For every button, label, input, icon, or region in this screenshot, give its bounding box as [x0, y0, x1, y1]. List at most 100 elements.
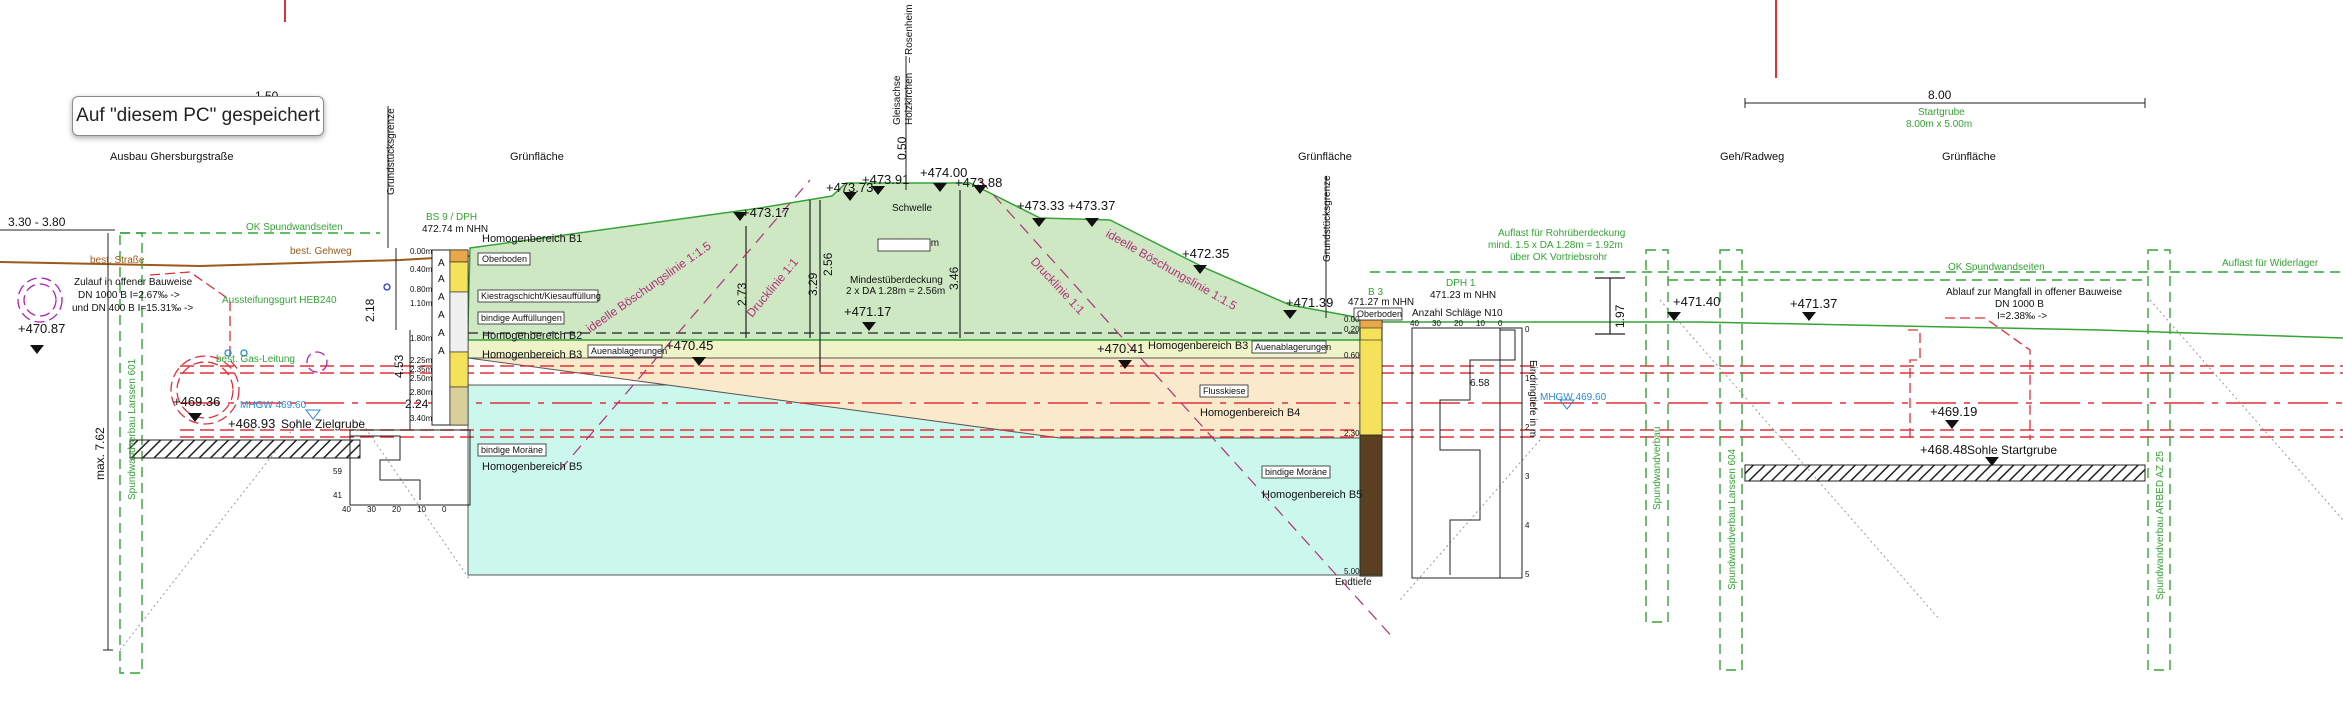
- startgrube-dim: 8.00m x 5.00m: [1906, 119, 1972, 130]
- save-toast: Auf "diesem PC" gespeichert: [72, 96, 324, 136]
- save-toast-text: Auf "diesem PC" gespeichert: [76, 105, 320, 126]
- bs9-code-4: A: [438, 328, 445, 339]
- bs9-depth-8: 2.80m: [410, 388, 433, 397]
- hb-b4: Homogenbereich B4: [1200, 407, 1300, 419]
- dph1-title: DPH 1: [1446, 278, 1476, 289]
- aussteifung: Aussteifungsgurt HEB240: [222, 295, 337, 306]
- dph1-tick-4: 0: [1498, 319, 1503, 328]
- mindest1: Mindestüberdeckung: [850, 275, 943, 286]
- b3-depth-0: 0.00: [1344, 315, 1360, 324]
- rail-gleisachse: Gleisachse: [892, 75, 903, 125]
- rail-rosenheim: Rosenheim: [904, 4, 915, 55]
- auflast-wl: Auflast für Widerlager: [2222, 258, 2319, 269]
- dph1-nhn: 471.23 m NHN: [1430, 290, 1496, 301]
- dim-453: 4.53: [392, 354, 406, 378]
- pressure-lines: [559, 179, 1396, 641]
- sohle-ziel: Sohle Zielgrube: [281, 417, 365, 431]
- bs9-tick-3: 10: [417, 505, 426, 514]
- b3-depth-4: 5.00: [1344, 567, 1360, 576]
- bs9-depth-2: 0.80m: [410, 285, 433, 294]
- sheet-piles: [119, 232, 2343, 674]
- dim-329: 3.29: [806, 272, 820, 296]
- label-gehrad: Geh/Radweg: [1720, 151, 1784, 163]
- bindige-auff: bindige Auffüllungen: [481, 313, 562, 323]
- spund604: Spundwandverbau Larssen 604: [1727, 448, 1738, 590]
- ablauf3: I=2.38‰ ->: [1997, 311, 2047, 322]
- elev-46919: +469.19: [1930, 404, 1977, 419]
- kies: Kiestragschicht/Kiesauffüllung: [481, 291, 601, 301]
- bs9-depth-1: 0.40m: [410, 265, 433, 274]
- label-gruen3: Grünfläche: [1942, 151, 1996, 163]
- auflast1: Auflast für Rohrüberdeckung: [1498, 228, 1625, 239]
- ground-line-right: [1370, 321, 2343, 339]
- elevation-texts: +470.87 +469.36 +468.93 +473.17 +473.73 …: [18, 165, 1977, 457]
- elev-46893: +468.93: [228, 416, 275, 431]
- borehole-b3-log: [1359, 317, 1383, 577]
- bes-strasse: best. Straße: [90, 255, 145, 266]
- label-ausbau: Ausbau Ghersburgstraße: [110, 151, 234, 163]
- elev-47137b: +471.37: [1790, 296, 1837, 311]
- ablauf1: Ablauf zur Mangfall in offener Bauweise: [1946, 287, 2122, 298]
- dim-346: 3.46: [947, 266, 961, 290]
- bs9-nhn: 472.74 m NHN: [422, 224, 488, 235]
- boxed-labels: Oberboden Kiestragschicht/Kiesauffüllung…: [477, 238, 1403, 479]
- dim-273: 2.73: [735, 282, 749, 306]
- dim-8m: [1744, 98, 2146, 108]
- gas-leitung: best. Gas-Leitung: [216, 354, 295, 365]
- oberboden1: Oberboden: [482, 254, 527, 264]
- bs9-code-3: A: [438, 310, 445, 321]
- dim-256: 2.56: [821, 252, 835, 276]
- spund601: Spundwandverbau Larssen 601: [127, 358, 138, 500]
- bs9-val-0: 59: [333, 467, 342, 476]
- bs9-title: BS 9 / DPH: [426, 212, 477, 223]
- b3-depth-1: 0.20: [1344, 325, 1360, 334]
- hb-b2: Homogenbereich B2: [482, 330, 582, 342]
- elev-47041: +470.41: [1097, 341, 1144, 356]
- b3-depth-3: 2.30: [1344, 429, 1360, 438]
- elev-47087: +470.87: [18, 321, 65, 336]
- elev-47333: +473.33: [1017, 198, 1064, 213]
- bs9-code-5: A: [438, 346, 445, 357]
- dim-left: [0, 56, 1327, 651]
- dim-800: 8.00: [1928, 88, 1952, 102]
- bs9-axis: 40 30 20 10 0 59 41: [333, 467, 447, 514]
- moraene1: bindige Moräne: [481, 445, 543, 455]
- elevation-markers: [30, 183, 1999, 466]
- elev-47373: +473.73: [826, 180, 873, 195]
- hb-b3a: Homogenbereich B3: [482, 349, 582, 361]
- dim-330-380: 3.30 - 3.80: [8, 215, 66, 229]
- dph1-axis: 40 30 20 10 0: [1410, 319, 1503, 328]
- bs9-tick-0: 40: [342, 505, 351, 514]
- zulauf2: DN 1000 B I=2.67‰ ->: [78, 290, 180, 301]
- depth-tick-2: 2: [1525, 423, 1530, 432]
- ok-spund2: OK Spundwandseiten: [1948, 262, 2045, 273]
- elev-47391: +473.91: [862, 172, 909, 187]
- hatch-footing-left: [129, 439, 361, 459]
- moraene2: bindige Moräne: [1265, 467, 1327, 477]
- ok-spund1: OK Spundwandseiten: [246, 222, 343, 233]
- b3-nhn: 471.27 m NHN: [1348, 297, 1414, 308]
- sohle-labels: Sohle Zielgrube Sohle Startgrube: [281, 417, 2057, 457]
- manhole-left: [17, 271, 391, 425]
- elev-47117: +471.17: [844, 304, 891, 319]
- bs9-depth-9: 3.40m: [410, 414, 433, 423]
- schwelle: Schwelle: [892, 203, 932, 214]
- zulauf1: Zulauf in offener Bauweise: [74, 277, 193, 288]
- auflast3: über OK Vortriebsrohr: [1510, 252, 1608, 263]
- rail-sep: –: [904, 57, 915, 63]
- bs9-code-2: A: [438, 292, 445, 303]
- aueablag1: Auenablagerungen: [591, 346, 667, 356]
- borehole-bs9-log: [349, 249, 471, 506]
- bs9-tick-2: 20: [392, 505, 401, 514]
- elev-47388: +473.88: [955, 175, 1002, 190]
- hb-b5b: Homogenbereich B5: [1262, 489, 1362, 501]
- embankment: [467, 182, 1371, 341]
- elev-47139: +471.39: [1286, 295, 1333, 310]
- bs9-depth-3: 1.10m: [410, 299, 433, 308]
- zulauf3: und DN 400 B I=15.31‰ ->: [72, 303, 193, 314]
- dph1-tick-3: 10: [1476, 319, 1485, 328]
- bs9-tick-1: 30: [367, 505, 376, 514]
- endtiefe: Endtiefe: [1335, 577, 1372, 588]
- dph1-tick-1: 30: [1432, 319, 1441, 328]
- elev-47317: +473.17: [742, 205, 789, 220]
